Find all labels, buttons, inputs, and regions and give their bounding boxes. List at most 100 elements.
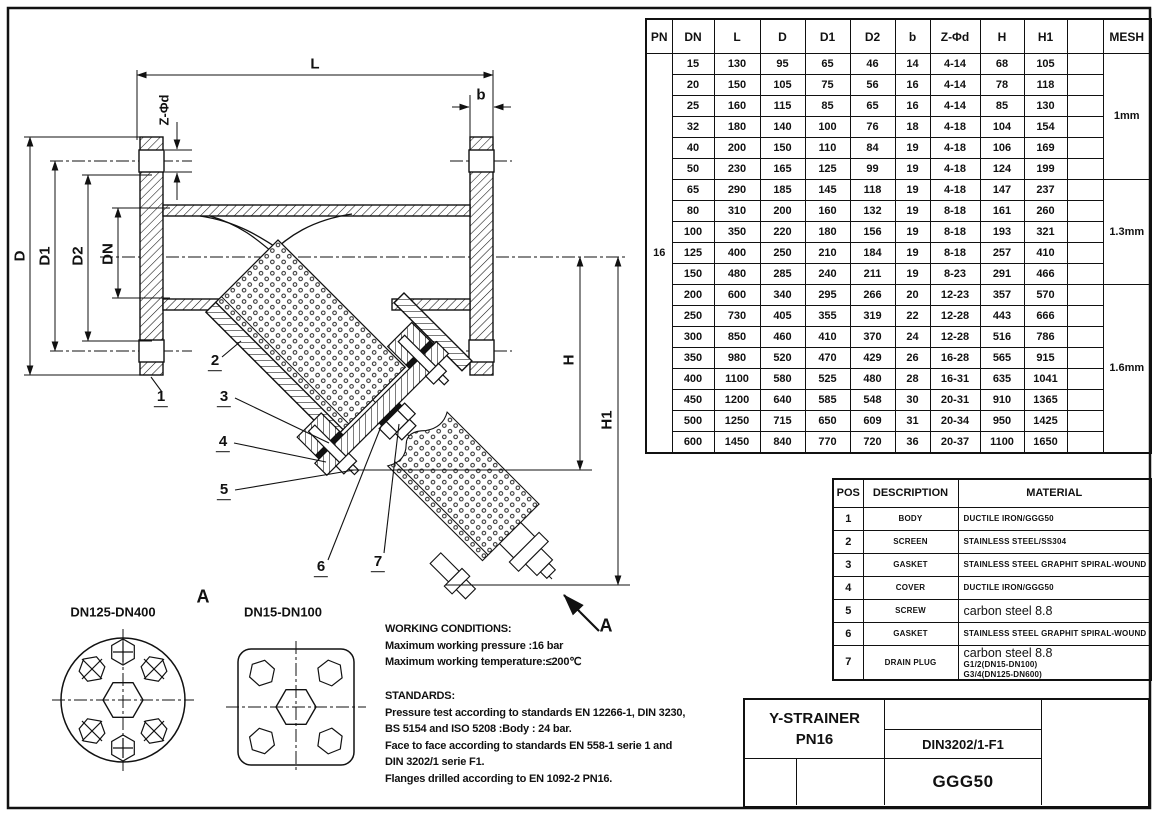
dimension-lines bbox=[24, 70, 630, 586]
description-cell: DRAIN PLUG bbox=[862, 644, 959, 681]
title-block-empty-bottom-2 bbox=[797, 759, 885, 805]
table-cell: 1041 bbox=[1023, 368, 1068, 390]
col-header-l: L bbox=[713, 18, 761, 54]
table-cell: 110 bbox=[804, 137, 851, 159]
body-section bbox=[138, 136, 495, 441]
pos-cell: 3 bbox=[832, 553, 864, 577]
section-label-a-arrow: A bbox=[599, 615, 613, 636]
table-cell: 357 bbox=[979, 284, 1025, 306]
table-cell: 75 bbox=[804, 74, 851, 96]
table-cell: 8-18 bbox=[929, 242, 981, 264]
table-cell: 4-18 bbox=[929, 137, 981, 159]
title-block-empty-cell bbox=[885, 700, 1042, 730]
table-cell: 26 bbox=[894, 347, 931, 369]
table-cell: 20-31 bbox=[929, 389, 981, 411]
table-cell: 180 bbox=[713, 116, 761, 138]
material-line: DUCTILE IRON/GGG50 bbox=[963, 514, 1054, 524]
dim-label-z-phi-d: Z-Φd bbox=[156, 94, 172, 126]
table-cell: 8-23 bbox=[929, 263, 981, 285]
table-cell: 19 bbox=[894, 200, 931, 222]
table-cell: 28 bbox=[894, 368, 931, 390]
table-cell: 565 bbox=[979, 347, 1025, 369]
table-cell: 1100 bbox=[979, 431, 1025, 454]
table-cell: 600 bbox=[713, 284, 761, 306]
table-cell: 250 bbox=[759, 242, 806, 264]
table-cell: 650 bbox=[804, 410, 851, 432]
table-cell: 25 bbox=[671, 95, 715, 117]
working-conditions-line: Maximum working pressure :16 bar bbox=[385, 639, 564, 652]
table-cell: 350 bbox=[671, 347, 715, 369]
part-number-6: 6 bbox=[313, 559, 329, 578]
table-cell: 910 bbox=[979, 389, 1025, 411]
material-line: STAINLESS STEEL GRAPHIT SPIRAL-WOUND bbox=[963, 629, 1147, 639]
title-block-empty-bottom-1 bbox=[745, 759, 797, 805]
blank-cell bbox=[1066, 284, 1104, 306]
blank-cell bbox=[1066, 347, 1104, 369]
table-cell: 156 bbox=[849, 221, 896, 243]
table-cell: 635 bbox=[979, 368, 1025, 390]
table-cell: 20-37 bbox=[929, 431, 981, 454]
flange-view-square bbox=[226, 641, 366, 773]
material-cell: STAINLESS STEEL GRAPHIT SPIRAL-WOUND bbox=[957, 622, 1152, 646]
table-cell: 585 bbox=[804, 389, 851, 411]
blank-cell bbox=[1066, 410, 1104, 432]
table-cell: 429 bbox=[849, 347, 896, 369]
table-cell: 4-14 bbox=[929, 74, 981, 96]
table-cell: 85 bbox=[804, 95, 851, 117]
table-cell: 980 bbox=[713, 347, 761, 369]
dim-label-D1: D1 bbox=[36, 246, 54, 266]
section-arrow bbox=[563, 594, 600, 632]
table-cell: 319 bbox=[849, 305, 896, 327]
material-line: STAINLESS STEEL GRAPHIT SPIRAL-WOUND bbox=[963, 560, 1147, 570]
table-cell: 20-34 bbox=[929, 410, 981, 432]
leader-lines bbox=[150, 340, 400, 561]
title-block-standard-code: DIN3202/1-F1 bbox=[885, 730, 1042, 759]
table-cell: 291 bbox=[979, 263, 1025, 285]
part-number-3: 3 bbox=[216, 389, 232, 408]
col-header-h1: H1 bbox=[1023, 18, 1068, 54]
col-header-pos: POS bbox=[832, 478, 864, 508]
table-cell: 30 bbox=[894, 389, 931, 411]
table-cell: 56 bbox=[849, 74, 896, 96]
table-cell: 16-28 bbox=[929, 347, 981, 369]
table-cell: 199 bbox=[1023, 158, 1068, 180]
pos-cell: 1 bbox=[832, 507, 864, 531]
col-header-pn: PN bbox=[645, 18, 673, 54]
table-cell: 310 bbox=[713, 200, 761, 222]
table-cell: 200 bbox=[713, 137, 761, 159]
table-cell: 84 bbox=[849, 137, 896, 159]
pos-cell: 4 bbox=[832, 576, 864, 600]
table-cell: 18 bbox=[894, 116, 931, 138]
title-block: Y-STRAINER PN16 DIN3202/1-F1 GGG50 bbox=[743, 698, 1150, 808]
table-cell: 1200 bbox=[713, 389, 761, 411]
material-line: carbon steel 8.8 bbox=[963, 603, 1053, 618]
table-cell: 525 bbox=[804, 368, 851, 390]
col-header-dn: DN bbox=[671, 18, 715, 54]
table-cell: 200 bbox=[671, 284, 715, 306]
material-line: STAINLESS STEEL/SS304 bbox=[963, 537, 1067, 547]
col-header-blank bbox=[1066, 18, 1104, 54]
dim-label-H: H bbox=[560, 354, 578, 366]
table-cell: 50 bbox=[671, 158, 715, 180]
blank-cell bbox=[1066, 431, 1104, 454]
blank-cell bbox=[1066, 263, 1104, 285]
table-cell: 580 bbox=[759, 368, 806, 390]
col-header-mesh: MESH bbox=[1102, 18, 1152, 54]
title-block-empty-right bbox=[1042, 700, 1148, 805]
table-cell: 12-23 bbox=[929, 284, 981, 306]
blank-cell bbox=[1066, 116, 1104, 138]
mesh-cell: 1.3mm bbox=[1102, 179, 1152, 285]
table-cell: 8-18 bbox=[929, 200, 981, 222]
material-cell: carbon steel 8.8 bbox=[957, 599, 1152, 623]
